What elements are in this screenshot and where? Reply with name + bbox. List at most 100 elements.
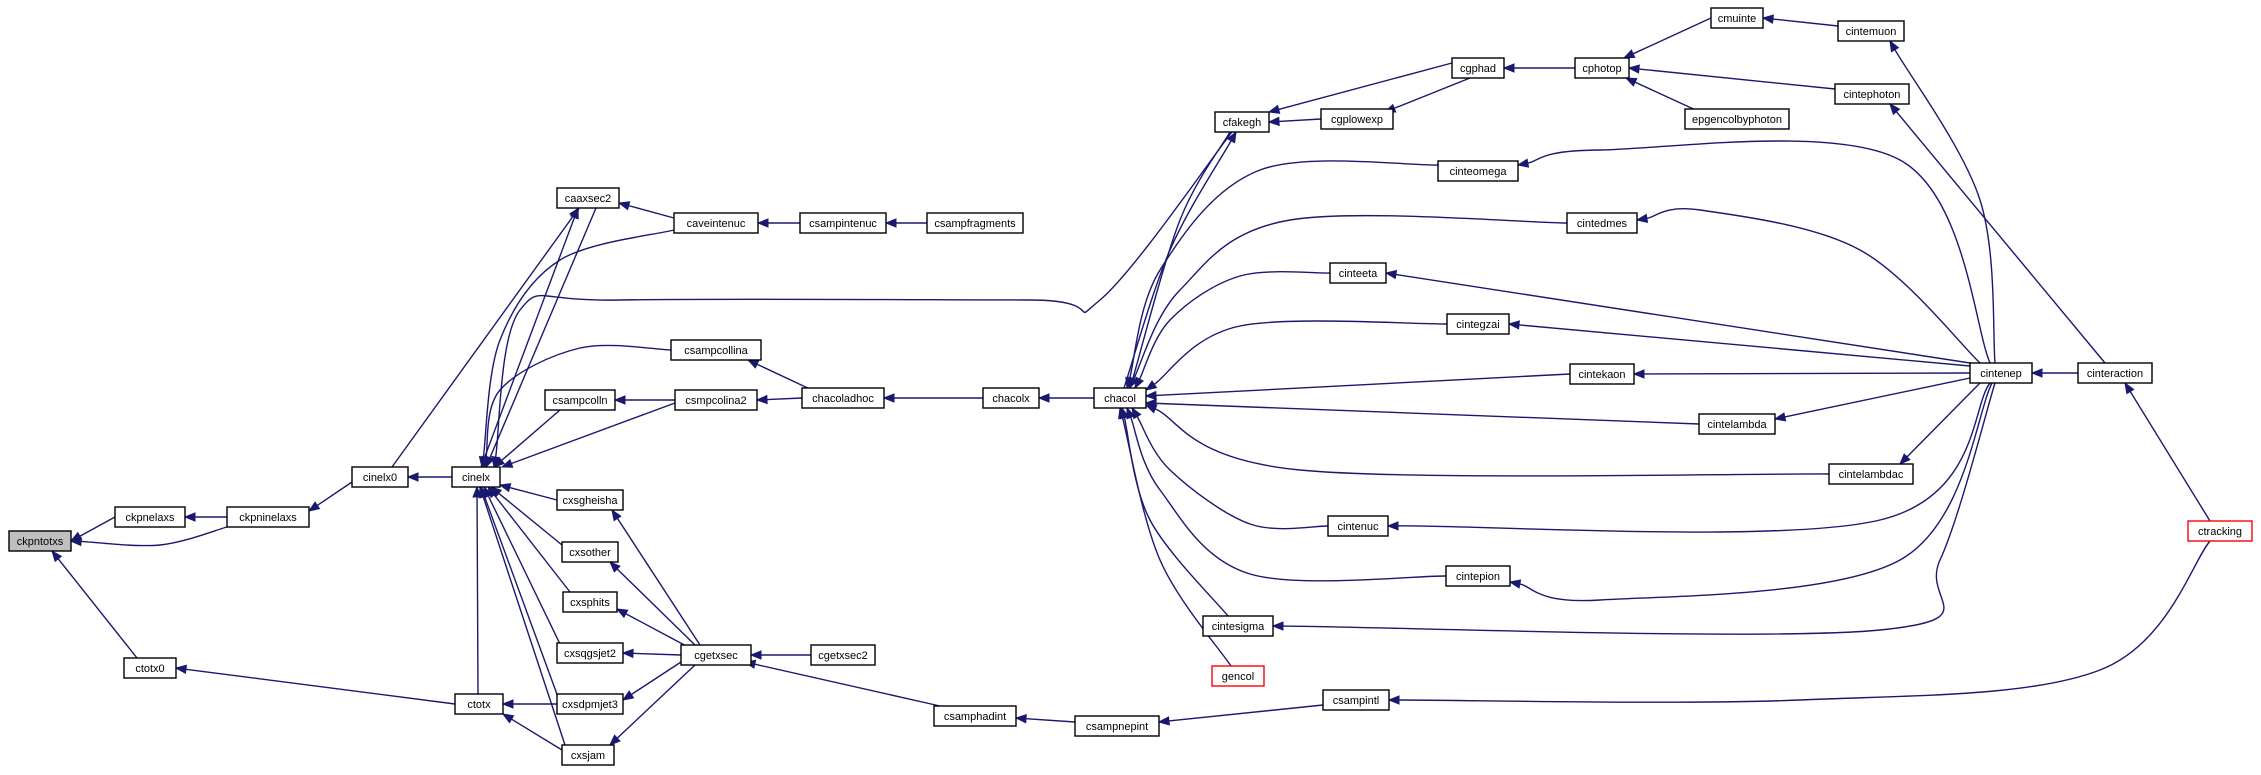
arrowhead <box>1507 320 1520 330</box>
edge-line <box>1527 140 1991 364</box>
node-cxsjam[interactable]: cxsjam <box>561 744 615 766</box>
edge-cinteeta-to-chacol <box>1134 271 1331 390</box>
edge-line <box>2129 391 2211 522</box>
node-caveintenuc[interactable]: caveintenuc <box>673 212 759 234</box>
node-cgetxsec2[interactable]: cgetxsec2 <box>810 644 876 666</box>
node-cxsother[interactable]: cxsother <box>561 541 619 563</box>
edge-line <box>501 409 561 461</box>
node-cintedmes[interactable]: cintedmes <box>1566 212 1638 234</box>
arrowhead <box>2030 368 2043 378</box>
node-cinelx0[interactable]: cinelx0 <box>351 466 409 488</box>
node-epgencolbyphoton[interactable]: epgencolbyphoton <box>1684 108 1790 130</box>
node-cgetxsec[interactable]: cgetxsec <box>680 644 752 666</box>
node-label: gencol <box>1222 671 1254 683</box>
edge-ctotx-to-cinelx <box>472 485 482 695</box>
node-cinelx[interactable]: cinelx <box>451 466 501 488</box>
node-csampfragments[interactable]: csampfragments <box>926 212 1024 234</box>
node-cxsdpmjet3[interactable]: cxsdpmjet3 <box>556 693 624 715</box>
node-csampcolln[interactable]: csampcolln <box>544 389 616 411</box>
node-cintegzai[interactable]: cintegzai <box>1446 313 1510 335</box>
node-cinteeta[interactable]: cinteeta <box>1329 262 1387 284</box>
node-box <box>2187 520 2253 542</box>
edge-cintenep-to-cintelambdac <box>1899 382 1981 465</box>
node-ckpninelaxs[interactable]: ckpninelaxs <box>226 506 310 528</box>
node-cxsgheisha[interactable]: cxsgheisha <box>556 489 624 511</box>
node-cintenep[interactable]: cintenep <box>1969 362 2033 384</box>
arrowhead <box>1773 412 1787 422</box>
edge-line <box>482 229 675 458</box>
arrowhead <box>1384 269 1398 280</box>
node-csmpcolina2[interactable]: csmpcolina2 <box>674 389 758 411</box>
edge-cintenep-to-cintenuc <box>1386 382 1991 533</box>
arrowhead <box>756 218 769 228</box>
node-ckpnelaxs[interactable]: ckpnelaxs <box>114 506 186 528</box>
arrowhead <box>1899 453 1911 465</box>
edge-caveintenuc-to-caaxsec2 <box>617 201 675 219</box>
node-label: csampfragments <box>934 218 1016 230</box>
arrowhead <box>884 218 897 228</box>
node-cintepion[interactable]: cintepion <box>1445 565 1511 587</box>
node-csamphadint[interactable]: csamphadint <box>933 705 1017 727</box>
edge-cintelambdac-to-chacol <box>1144 404 1830 477</box>
node-cxsqgsjet2[interactable]: cxsqgsjet2 <box>556 642 624 664</box>
edge-line <box>1895 111 2106 364</box>
node-cintekaon[interactable]: cintekaon <box>1569 363 1635 385</box>
node-cmuinte[interactable]: cmuinte <box>1710 7 1764 29</box>
edge-cintenep-to-cintedmes <box>1635 208 1981 364</box>
node-cintenuc[interactable]: cintenuc <box>1327 515 1389 537</box>
edge-cgphad-to-cfakegh <box>1267 62 1453 114</box>
arrowhead <box>755 394 768 405</box>
node-cintelambda[interactable]: cintelambda <box>1698 413 1776 435</box>
edge-csampfragments-to-csampintenuc <box>884 218 927 228</box>
edge-cinelx-to-caaxsec2 <box>480 206 579 468</box>
node-cintesigma[interactable]: cintesigma <box>1202 615 1274 637</box>
node-box <box>670 339 762 361</box>
node-csampintl[interactable]: csampintl <box>1322 689 1390 711</box>
arrowhead <box>1502 63 1515 73</box>
node-cinteomega[interactable]: cinteomega <box>1437 160 1519 182</box>
arrowhead <box>621 690 635 701</box>
node-cintelambdac[interactable]: cintelambdac <box>1828 463 1914 485</box>
node-cinteraction[interactable]: cinteraction <box>2077 362 2153 384</box>
node-cxsphits[interactable]: cxsphits <box>562 591 618 613</box>
node-csampintenuc[interactable]: csampintenuc <box>799 212 887 234</box>
node-label: cgphad <box>1460 63 1496 75</box>
edge-line <box>487 495 561 645</box>
node-cintephoton[interactable]: cintephoton <box>1834 83 1910 105</box>
node-ckpntotxs[interactable]: ckpntotxs <box>8 530 72 552</box>
node-label: csampcollina <box>684 345 748 357</box>
arrowhead <box>1128 376 1139 390</box>
node-csampcollina[interactable]: csampcollina <box>670 339 762 361</box>
node-box <box>1437 160 1519 182</box>
node-cgphad[interactable]: cgphad <box>1451 57 1505 79</box>
node-caaxsec2[interactable]: caaxsec2 <box>556 187 620 209</box>
arrowhead <box>609 734 621 746</box>
node-box <box>1074 715 1160 737</box>
node-label: chacol <box>1104 393 1136 405</box>
node-label: cinteraction <box>2087 368 2143 380</box>
edge-line <box>1906 382 1981 458</box>
node-ctotx[interactable]: ctotx <box>454 693 504 715</box>
edge-cinelx0-to-ckpninelaxs <box>307 481 353 512</box>
arrowhead <box>1516 158 1530 168</box>
node-csampnepint[interactable]: csampnepint <box>1074 715 1160 737</box>
node-ctracking[interactable]: ctracking <box>2187 520 2253 542</box>
edge-csampnepint-to-csamphadint <box>1014 713 1076 724</box>
node-cphotop[interactable]: cphotop <box>1574 57 1630 79</box>
node-cgplowexp[interactable]: cgplowexp <box>1320 108 1394 130</box>
node-cfakegh[interactable]: cfakegh <box>1214 111 1270 133</box>
node-label: ckpntotxs <box>17 536 64 548</box>
arrowhead <box>481 455 491 469</box>
arrowhead <box>749 650 762 660</box>
node-chacol[interactable]: chacol <box>1093 387 1147 409</box>
node-box <box>1446 313 1510 335</box>
node-ctotx0[interactable]: ctotx0 <box>123 657 177 679</box>
node-chacolx[interactable]: chacolx <box>982 387 1040 409</box>
node-chacoladhoc[interactable]: chacoladhoc <box>801 387 885 409</box>
edge-cgetxsec-to-cxsgheisha <box>611 508 701 646</box>
edge-cintemuon-to-cmuinte <box>1761 14 1839 27</box>
node-gencol[interactable]: gencol <box>1211 665 1265 687</box>
node-cintemuon[interactable]: cintemuon <box>1837 20 1905 42</box>
arrowhead <box>1126 406 1136 420</box>
